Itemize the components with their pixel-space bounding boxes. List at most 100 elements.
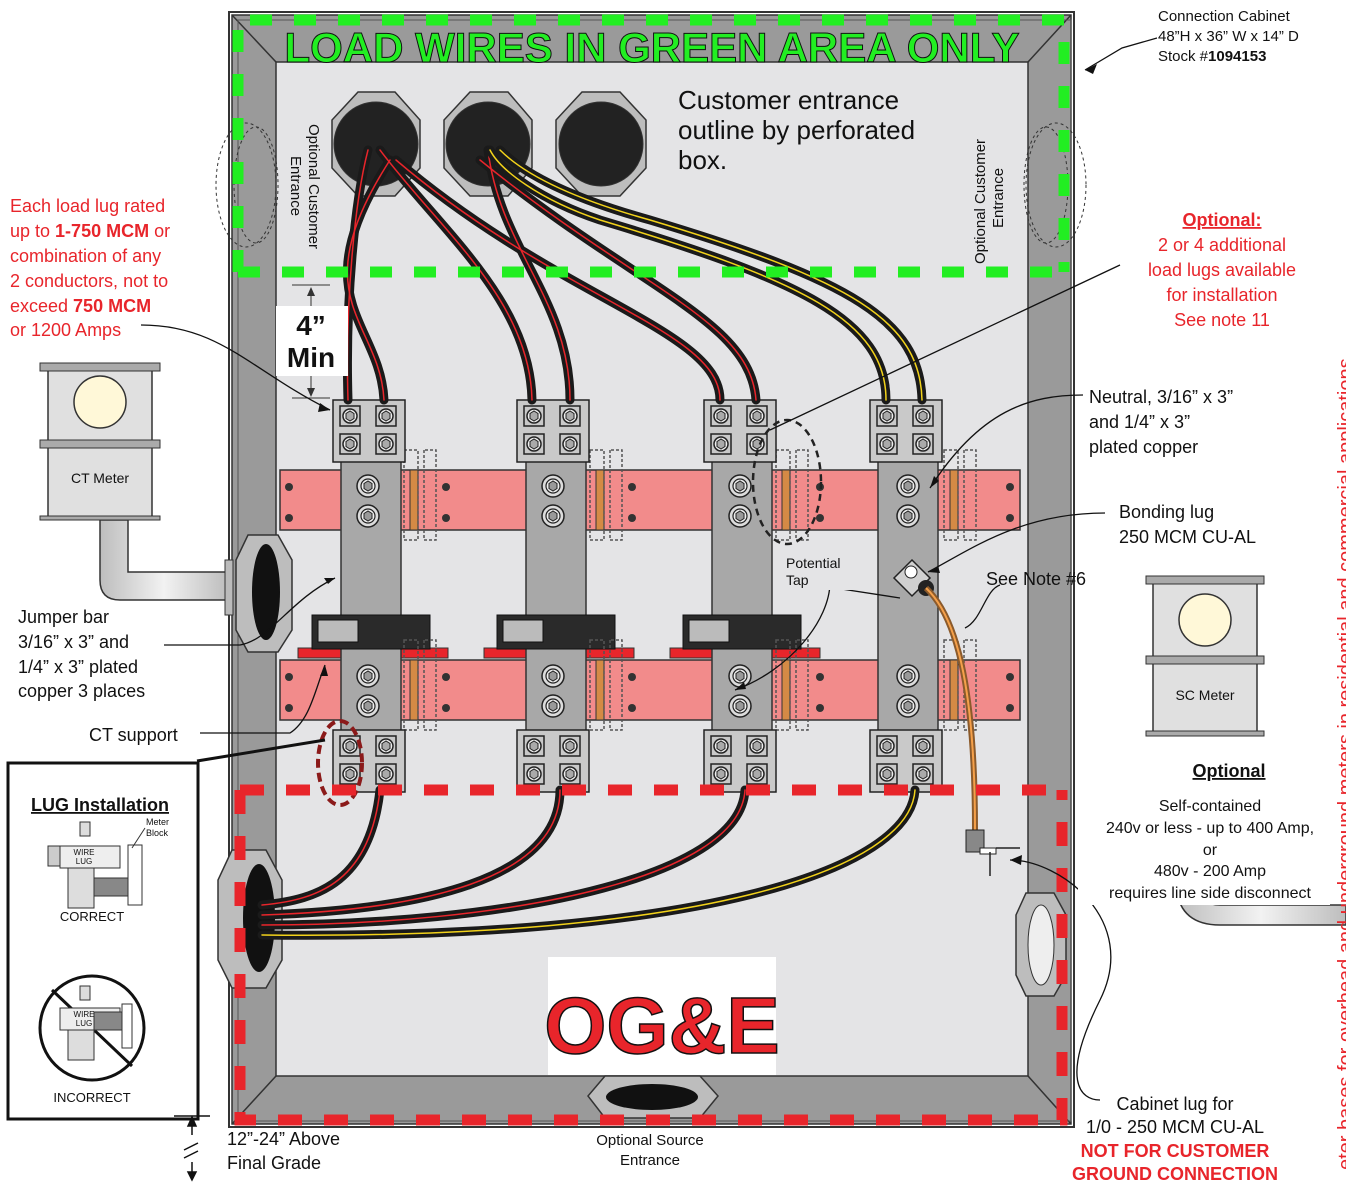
sc-optional-l1: Self-contained bbox=[1159, 798, 1261, 815]
top-lugs bbox=[332, 399, 943, 463]
optional-lugs-l1: 2 or 4 additional bbox=[1158, 235, 1286, 255]
neutral-note-l3: plated copper bbox=[1089, 437, 1198, 457]
lug-install-lug: LUG bbox=[76, 857, 92, 866]
jumper-note-l1: Jumper bar bbox=[18, 607, 109, 627]
sc-meter-label: SC Meter bbox=[1175, 687, 1234, 703]
optional-entrance-left: Optional Customer Entrance bbox=[287, 124, 322, 249]
cabinet-lug-note: Cabinet lug for 1/0 - 250 MCM CU-AL NOT … bbox=[1072, 1094, 1278, 1182]
load-lug-note-l4: 2 conductors, not to bbox=[10, 271, 168, 291]
green-area-border bbox=[232, 14, 1070, 278]
optional-lug-marker bbox=[751, 418, 823, 546]
bonding-note-l1: Bonding lug bbox=[1119, 502, 1214, 522]
logo-box bbox=[548, 957, 776, 1075]
lug-install-text: LUG Installation WIRE LUG Meter Block CO… bbox=[31, 795, 169, 1105]
min-label-line1: 4” bbox=[296, 310, 326, 341]
entrance-note-line3: box. bbox=[678, 145, 727, 175]
optional-left-line1: Optional Customer bbox=[305, 124, 322, 249]
svg-text:up to 1-750 MCM or: up to 1-750 MCM or bbox=[10, 221, 170, 241]
lug-install-wire2: WIRE bbox=[74, 1010, 95, 1019]
entrance-note-line2: outline by perforated bbox=[678, 115, 915, 145]
lug-install-wire: WIRE bbox=[74, 848, 95, 857]
sc-optional-title: Optional bbox=[1193, 761, 1266, 781]
sc-optional-l5: requires line side disconnect bbox=[1109, 885, 1311, 902]
optional-lugs-note: Optional: 2 or 4 additional load lugs av… bbox=[1148, 210, 1296, 330]
load-lug-note-l2b: 1-750 MCM bbox=[55, 221, 149, 241]
optional-lugs-l4: See note 11 bbox=[1174, 310, 1270, 330]
cabinet-stock-number: 1094153 bbox=[1208, 48, 1266, 65]
min-dimension bbox=[292, 284, 330, 399]
optional-right-line2: Entrance bbox=[990, 168, 1007, 228]
potential-tap-label: Potential Tap bbox=[782, 552, 854, 590]
leader-lines bbox=[140, 37, 1158, 1101]
load-lug-note: Each load lug rated up to 1-750 MCM or c… bbox=[10, 196, 170, 340]
optional-entrance-right: Optional Customer Entrance bbox=[972, 139, 1007, 264]
neutral-note: Neutral, 3/16” x 3” and 1/4” x 3” plated… bbox=[1089, 387, 1233, 457]
cabinet-line1: Connection Cabinet bbox=[1158, 8, 1291, 25]
optional-lugs-l3: for installation bbox=[1166, 285, 1277, 305]
source-entrance-l2: Entrance bbox=[620, 1152, 680, 1169]
sc-optional-l2: 240v or less - up to 400 Amp, bbox=[1106, 820, 1314, 837]
load-lug-note-l5a: exceed bbox=[10, 296, 73, 316]
min-label-line2: Min bbox=[287, 342, 335, 373]
sc-optional-l3: or bbox=[1203, 842, 1218, 859]
ct-meter-label: CT Meter bbox=[71, 470, 129, 486]
bonding-wire bbox=[923, 585, 1020, 876]
cabinet-lug-l3: NOT FOR CUSTOMER bbox=[1081, 1141, 1270, 1161]
load-lug-note-l2c: or bbox=[149, 221, 170, 241]
optional-right-line1: Optional Customer bbox=[972, 139, 989, 264]
bonding-note-l2: 250 MCM CU-AL bbox=[1119, 527, 1256, 547]
neutral-note-l1: Neutral, 3/16” x 3” bbox=[1089, 387, 1233, 407]
leader-arrows bbox=[318, 64, 1097, 865]
see-note-label: See Note #6 bbox=[986, 569, 1086, 589]
load-lug-note-l1: Each load lug rated bbox=[10, 196, 165, 216]
red-area-border bbox=[234, 784, 1068, 1126]
sc-optional-note: Optional Self-contained 240v or less - u… bbox=[1078, 755, 1330, 905]
svg-text:Stock #1094153: Stock #1094153 bbox=[1158, 48, 1266, 65]
cabinet-lug-l1: Cabinet lug for bbox=[1116, 1094, 1233, 1114]
sc-optional-l4: 480v - 200 Amp bbox=[1154, 863, 1266, 880]
load-lug-note-l3: combination of any bbox=[10, 246, 161, 266]
potential-tap-l1: Potential bbox=[786, 555, 840, 571]
grade-marker bbox=[174, 1115, 210, 1182]
source-entrance-note: Optional Source Entrance bbox=[596, 1132, 704, 1169]
load-lug-note-l5b: 750 MCM bbox=[73, 296, 151, 316]
svg-text:exceed 750 MCM: exceed 750 MCM bbox=[10, 296, 151, 316]
ct-meter bbox=[39, 362, 234, 616]
grade-note-l2: Final Grade bbox=[227, 1153, 321, 1173]
sc-meter bbox=[1145, 575, 1346, 926]
optional-lugs-title: Optional: bbox=[1183, 210, 1262, 230]
jumper-note: Jumper bar 3/16” x 3” and 1/4” x 3” plat… bbox=[18, 607, 145, 701]
neutral-note-l2: and 1/4” x 3” bbox=[1089, 412, 1190, 432]
min-label-bg bbox=[276, 306, 348, 376]
jumper-note-l4: copper 3 places bbox=[18, 681, 145, 701]
strap-brackets bbox=[403, 449, 977, 731]
lug-install-box bbox=[6, 738, 326, 1121]
cabinet-lug-l2: 1/0 - 250 MCM CU-AL bbox=[1086, 1117, 1264, 1137]
source-wires bbox=[257, 785, 920, 940]
side-vertical-text: eter bases for overhead and underground … bbox=[1335, 353, 1346, 1170]
entrance-note-line1: Customer entrance bbox=[678, 85, 899, 115]
potential-tap-l2: Tap bbox=[786, 572, 809, 588]
lug-install-lug2: LUG bbox=[76, 1019, 92, 1028]
bonding-note: Bonding lug 250 MCM CU-AL bbox=[1119, 502, 1256, 547]
load-lug-note-l2a: up to bbox=[10, 221, 55, 241]
jumper-note-l3: 1/4” x 3” plated bbox=[18, 657, 138, 677]
grade-note: 12”-24” Above Final Grade bbox=[227, 1129, 340, 1173]
lug-install-incorrect: INCORRECT bbox=[53, 1090, 130, 1105]
lug-install-block: Block bbox=[146, 828, 169, 838]
load-lug-note-l6: or 1200 Amps bbox=[10, 320, 121, 340]
ct-support-label: CT support bbox=[89, 725, 178, 745]
grade-note-l1: 12”-24” Above bbox=[227, 1129, 340, 1149]
lug-install-title: LUG Installation bbox=[31, 795, 169, 815]
green-banner: LOAD WIRES IN GREEN AREA ONLY bbox=[284, 24, 1019, 71]
cabinet-label: Connection Cabinet 48”H x 36” W x 14” D … bbox=[1158, 8, 1299, 65]
cabinet-stock-prefix: Stock # bbox=[1158, 48, 1209, 65]
side-entrances bbox=[215, 122, 1087, 1119]
lug-install-meter: Meter bbox=[146, 817, 169, 827]
lug-install-correct: CORRECT bbox=[60, 909, 124, 924]
lug-install-marker bbox=[316, 719, 364, 807]
straps bbox=[409, 469, 959, 721]
jumper-note-l2: 3/16” x 3” and bbox=[18, 632, 129, 652]
bottom-lugs bbox=[332, 729, 943, 793]
